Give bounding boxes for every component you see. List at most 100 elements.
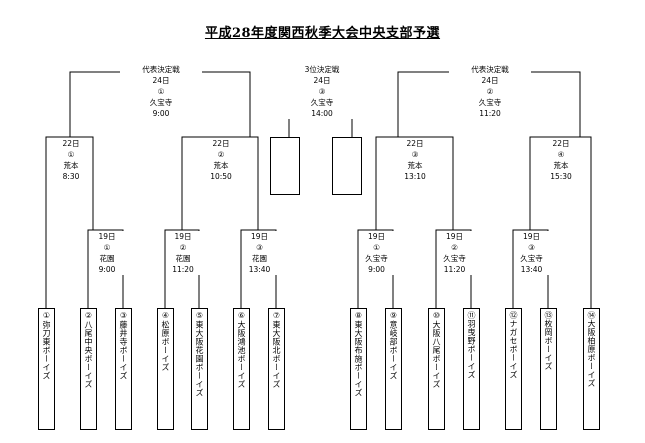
team-name: ③藤井寺ボーイズ xyxy=(119,311,128,380)
match-number: ③ xyxy=(528,243,535,252)
match-date: 19日 xyxy=(98,232,116,241)
match-label-semi-1: 22日 ① 荒本 8:30 xyxy=(50,138,92,182)
team-name: ②八尾中央ボーイズ xyxy=(84,311,93,389)
match-venue: 久宝寺 xyxy=(443,254,466,263)
match-date: 22日 xyxy=(212,139,230,148)
match-time: 11:20 xyxy=(443,265,466,274)
round-label: 3位決定戦 xyxy=(304,65,340,74)
match-number: ② xyxy=(486,87,494,96)
team-name: ⑥大阪鴻池ボーイズ xyxy=(237,311,246,389)
team-name: ⑤東大阪花園ボーイズ xyxy=(195,311,204,397)
team-box-2: ②八尾中央ボーイズ xyxy=(80,308,97,430)
match-venue: 荒本 xyxy=(553,161,569,170)
match-venue: 久宝寺 xyxy=(365,254,388,263)
team-box-10: ⑩大阪八尾ボーイズ xyxy=(428,308,445,430)
team-name: ⑦東大阪北ボーイズ xyxy=(272,311,281,389)
team-name: ⑩大阪八尾ボーイズ xyxy=(432,311,441,389)
team-name: ⑬枚岡ボーイズ xyxy=(544,311,553,371)
match-time: 13:40 xyxy=(520,265,543,274)
page-title: 平成28年度関西秋季大会中央支部予選 xyxy=(0,22,645,41)
match-venue: 荒本 xyxy=(213,161,229,170)
team-box-12: ⑫ナガセボーイズ xyxy=(505,308,522,430)
match-time: 8:30 xyxy=(62,172,80,181)
team-box-13: ⑬枚岡ボーイズ xyxy=(540,308,557,430)
match-number: ④ xyxy=(557,150,565,159)
match-venue: 花園 xyxy=(175,254,191,263)
match-number: ① xyxy=(373,243,380,252)
team-name: ⑨意岐部ボーイズ xyxy=(389,311,398,380)
match-number: ② xyxy=(451,243,458,252)
round-label: 代表決定戦 xyxy=(471,65,509,74)
team-box-14: ⑭大阪柏原ボーイズ xyxy=(583,308,600,430)
match-venue: 荒本 xyxy=(407,161,423,170)
match-venue: 久宝寺 xyxy=(310,98,334,107)
match-venue: 久宝寺 xyxy=(478,98,502,107)
team-box-3: ③藤井寺ボーイズ xyxy=(115,308,132,430)
match-date: 19日 xyxy=(367,232,386,241)
match-number: ③ xyxy=(318,87,326,96)
match-number: ② xyxy=(179,243,187,252)
match-label-first-2: 19日 ② 花園 11:20 xyxy=(166,231,200,275)
match-venue: 久宝寺 xyxy=(520,254,543,263)
match-label-semi-2: 22日 ② 荒本 10:50 xyxy=(200,138,242,182)
team-box-9: ⑨意岐部ボーイズ xyxy=(385,308,402,430)
match-date: 24日 xyxy=(313,76,331,85)
round-label: 代表決定戦 xyxy=(142,65,180,74)
match-number: ② xyxy=(217,150,225,159)
match-venue: 久宝寺 xyxy=(149,98,173,107)
team-name: ⑫ナガセボーイズ xyxy=(509,311,518,379)
team-name: ⑭大阪柏原ボーイズ xyxy=(587,311,596,388)
match-date: 19日 xyxy=(250,232,269,241)
bracket-line-semi-2 xyxy=(181,136,259,230)
match-venue: 荒本 xyxy=(63,161,79,170)
match-time: 9:00 xyxy=(152,109,170,118)
team-box-1: ①弥刀東ボーイズ xyxy=(38,308,55,430)
match-time: 11:20 xyxy=(172,265,194,274)
bracket-line-semi-4 xyxy=(529,136,592,308)
bracket-line-semi-1 xyxy=(45,136,94,308)
team-box-4: ④松原ボーイズ xyxy=(157,308,174,430)
team-name: ④松原ボーイズ xyxy=(161,311,170,372)
match-label-first-1: 19日 ① 花園 9:00 xyxy=(90,231,124,275)
match-label-semi-4: 22日 ④ 荒本 15:30 xyxy=(540,138,582,182)
team-name: ⑧東大阪布施ボーイズ xyxy=(354,311,363,397)
match-label-first-5: 19日 ② 久宝寺 11:20 xyxy=(437,231,472,275)
match-time: 10:50 xyxy=(210,172,232,181)
match-time: 9:00 xyxy=(368,265,385,274)
match-label-semi-3: 22日 ③ 荒本 13:10 xyxy=(394,138,436,182)
third-place-slot-left xyxy=(270,137,300,195)
match-date: 24日 xyxy=(481,76,499,85)
team-box-7: ⑦東大阪北ボーイズ xyxy=(268,308,285,430)
match-time: 15:30 xyxy=(550,172,572,181)
match-date: 22日 xyxy=(62,139,80,148)
team-box-5: ⑤東大阪花園ボーイズ xyxy=(191,308,208,430)
match-label-first-4: 19日 ① 久宝寺 9:00 xyxy=(359,231,394,275)
match-number: ① xyxy=(103,243,111,252)
match-number: ③ xyxy=(411,150,419,159)
match-label-first-6: 19日 ③ 久宝寺 13:40 xyxy=(514,231,549,275)
match-venue: 花園 xyxy=(252,254,267,263)
match-venue: 花園 xyxy=(99,254,115,263)
match-time: 14:00 xyxy=(311,109,333,118)
match-number: ③ xyxy=(256,243,263,252)
match-number: ① xyxy=(157,87,165,96)
match-date: 24日 xyxy=(152,76,170,85)
match-label-final-1: 代表決定戦 24日 ① 久宝寺 9:00 xyxy=(120,64,202,119)
match-time: 11:20 xyxy=(479,109,501,118)
team-box-11: ⑪羽曳野ボーイズ xyxy=(463,308,480,430)
match-time: 13:10 xyxy=(404,172,426,181)
match-time: 9:00 xyxy=(98,265,116,274)
third-place-slot-right xyxy=(332,137,362,195)
match-time: 13:40 xyxy=(248,265,271,274)
page-title-text: 平成28年度関西秋季大会中央支部予選 xyxy=(204,26,441,41)
match-date: 22日 xyxy=(406,139,424,148)
match-number: ① xyxy=(67,150,75,159)
match-date: 19日 xyxy=(174,232,192,241)
team-name: ①弥刀東ボーイズ xyxy=(42,311,51,380)
team-box-6: ⑥大阪鴻池ボーイズ xyxy=(233,308,250,430)
match-date: 22日 xyxy=(552,139,570,148)
team-box-8: ⑧東大阪布施ボーイズ xyxy=(350,308,367,430)
match-label-final-2: 代表決定戦 24日 ② 久宝寺 11:20 xyxy=(449,64,531,119)
team-name: ⑪羽曳野ボーイズ xyxy=(467,311,476,379)
match-label-first-3: 19日 ③ 花園 13:40 xyxy=(242,231,277,275)
